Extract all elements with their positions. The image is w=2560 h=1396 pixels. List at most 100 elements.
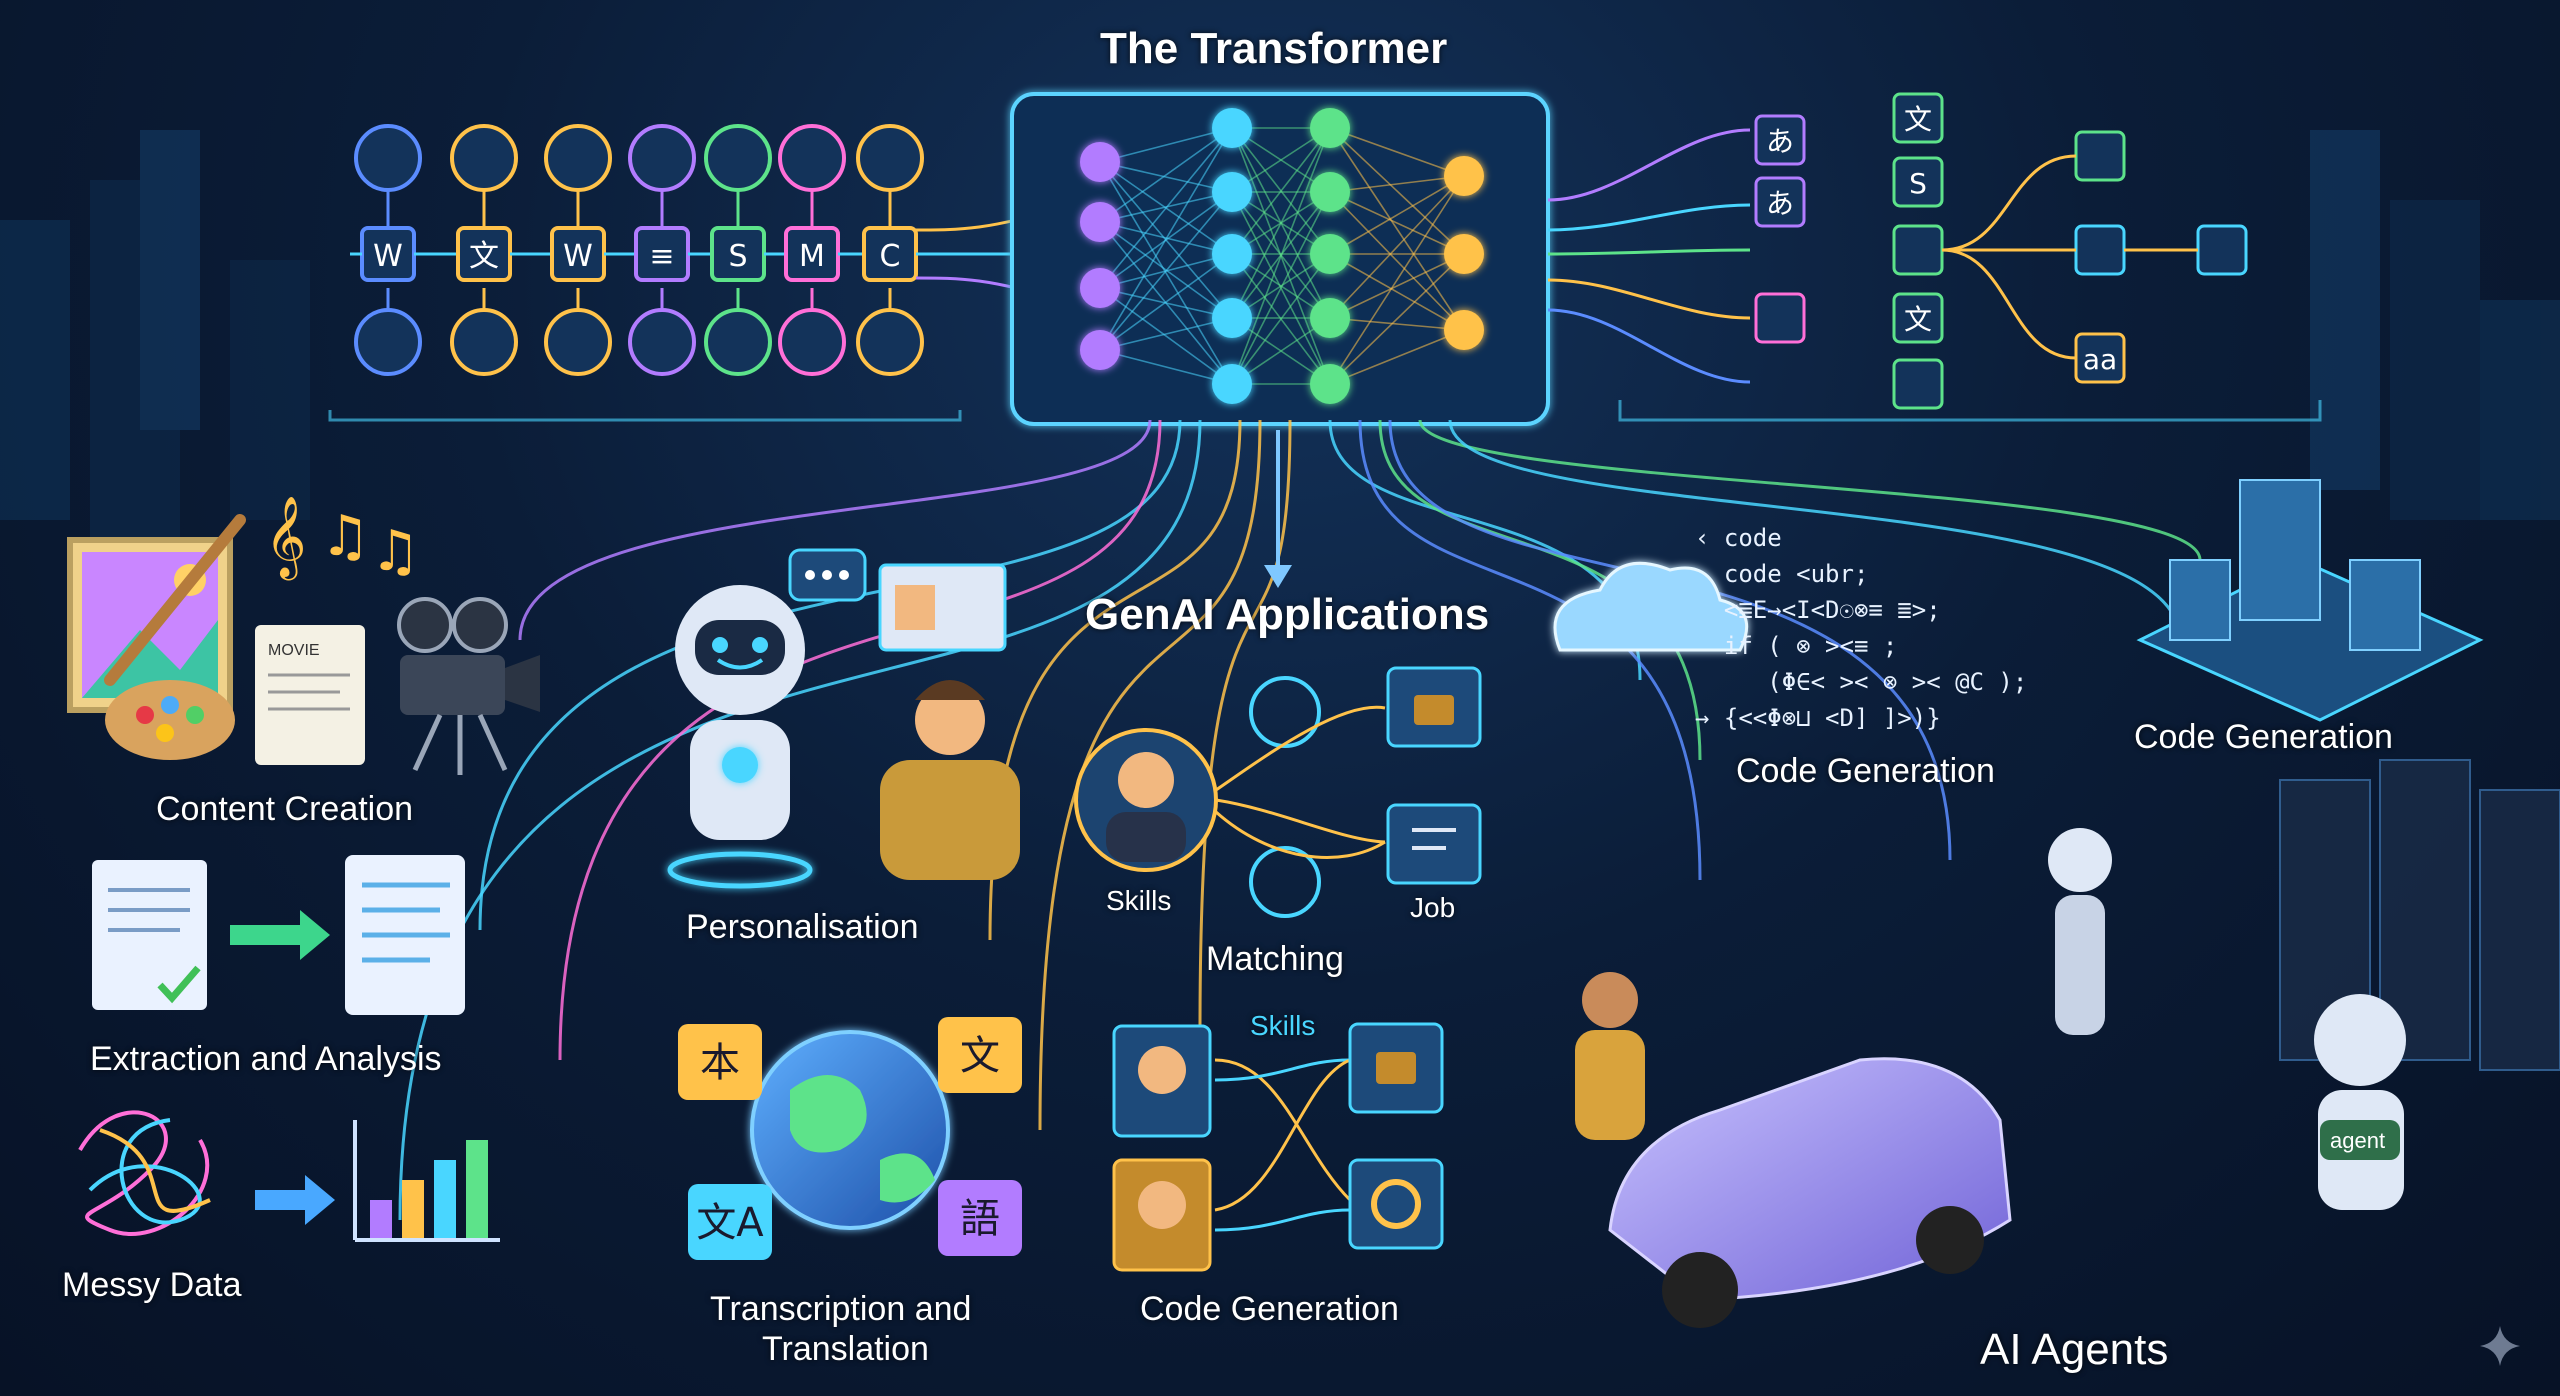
flow-stream (1038, 419, 1262, 1131)
tangled-data-icon (78, 1110, 211, 1236)
skills-label: Skills (1106, 885, 1172, 916)
network-edge (1329, 175, 1465, 255)
translation-glyph: 文 (960, 1033, 1000, 1079)
movie-camera-icon (397, 597, 540, 775)
token-glyph: S (728, 239, 747, 274)
network-edge (1099, 287, 1233, 385)
network-node (1310, 298, 1350, 338)
network-edge (1329, 175, 1465, 193)
network-node (1310, 234, 1350, 274)
arrow-right-icon (230, 910, 330, 960)
arrow-right-icon (255, 1175, 335, 1225)
translation-glyphs: 本 文文A 語 (678, 1017, 1022, 1260)
flow-streams (398, 419, 2202, 1221)
output-glyph: あ (1766, 125, 1794, 158)
output-stream (1547, 308, 1751, 384)
code-snippet: ‹ code code <ubr; <≣E→<I<D☉⊗≡ ≣>; if ( ⊗… (1695, 520, 2027, 736)
network-edge (1099, 127, 1233, 289)
output-stream (1547, 128, 1751, 202)
token-circle-icon (704, 124, 772, 192)
translation-glyph: 文A (696, 1200, 764, 1246)
network-edge (1329, 317, 1465, 331)
translation-glyph-tile (938, 1180, 1022, 1256)
token-glyph: W (373, 239, 403, 274)
token-circle-icon (354, 124, 422, 192)
personalisation-label: Personalisation (686, 908, 919, 946)
messy-data-label: Messy Data (62, 1266, 242, 1304)
robot-assistant-icon (667, 585, 813, 889)
token-circle-icon (628, 124, 696, 192)
network-edge (1099, 349, 1233, 385)
output-glyph-box (2074, 224, 2126, 276)
token-circle-icon (544, 308, 612, 376)
network-edge (1099, 127, 1233, 351)
network-edge (1099, 253, 1233, 351)
code-line: (Φ∈< >< ⊗ >< @C ); (1695, 668, 2028, 696)
input-token-rail (328, 400, 2322, 422)
translation-glyph: 語 (960, 1196, 1000, 1242)
network-edge (1329, 127, 1465, 177)
output-glyph-box (2074, 130, 2126, 182)
city-skyline-left (0, 130, 310, 540)
code-line: → {<<Φ⊗⊔ <D] ]>)} (1695, 704, 1941, 732)
output-glyph-box (1892, 224, 1944, 276)
network-edge (1099, 287, 1233, 319)
job-label: Job (1410, 892, 1456, 923)
network-edge (1329, 253, 1465, 331)
skills-match-diagram (1112, 1022, 1444, 1272)
network-node (1444, 310, 1484, 350)
flow-stream (518, 419, 1152, 641)
network-edge (1329, 191, 1465, 255)
network-edge (1099, 317, 1233, 351)
output-glyph-box (1754, 114, 1806, 166)
network-edge (1099, 191, 1233, 351)
network-node (1212, 108, 1252, 148)
network-node (1212, 298, 1252, 338)
car-icon (1608, 1057, 2012, 1328)
output-branch (1941, 154, 2077, 252)
code-generation-bottom-label: Code Generation (1140, 1290, 1399, 1328)
translation-glyph-tile (688, 1184, 772, 1260)
output-branch (1941, 248, 2077, 360)
network-edge (1329, 329, 1465, 385)
output-stream (1547, 278, 1751, 320)
translation-glyph-tile (678, 1024, 762, 1100)
output-glyph-box (1754, 176, 1806, 228)
network-node (1310, 108, 1350, 148)
flow-stream (1358, 419, 1702, 881)
token-glyph: ≡ (649, 239, 674, 274)
flow-stream (478, 419, 1182, 931)
token-circle-icon (450, 124, 518, 192)
output-glyph: 文 (1904, 303, 1932, 336)
network-edge (1329, 175, 1465, 385)
document-checkmark-icon (92, 860, 207, 1010)
svg-text:♫: ♫ (320, 504, 370, 569)
token-circle-icon (628, 308, 696, 376)
network-node (1212, 234, 1252, 274)
output-glyph: 文 (1904, 103, 1932, 136)
output-stream (1547, 203, 1751, 232)
network-edge (1329, 127, 1465, 255)
chat-bubble-icon (788, 548, 867, 602)
network-edge (1099, 127, 1233, 163)
robot-agent-badge: agent (2330, 1128, 2385, 1153)
output-glyph: S (1909, 167, 1927, 200)
token-circle-icon (704, 308, 772, 376)
output-glyph-box (1892, 292, 1944, 344)
city-skyline-right (2310, 130, 2560, 520)
network-edge (1099, 161, 1233, 385)
transformer-network (1010, 92, 1550, 426)
token-glyph: W (563, 239, 593, 274)
network-edge (1329, 253, 1465, 385)
network-edge (1329, 175, 1465, 319)
output-stream (1547, 248, 1751, 256)
network-node (1310, 172, 1350, 212)
movie-script-label: MOVIE (268, 642, 320, 659)
cloud-icon (1553, 561, 1749, 652)
network-edge (1099, 161, 1233, 193)
skills-small-label: Skills (1250, 1010, 1316, 1041)
network-node (1212, 172, 1252, 212)
translation-glyph: 本 (700, 1040, 740, 1086)
